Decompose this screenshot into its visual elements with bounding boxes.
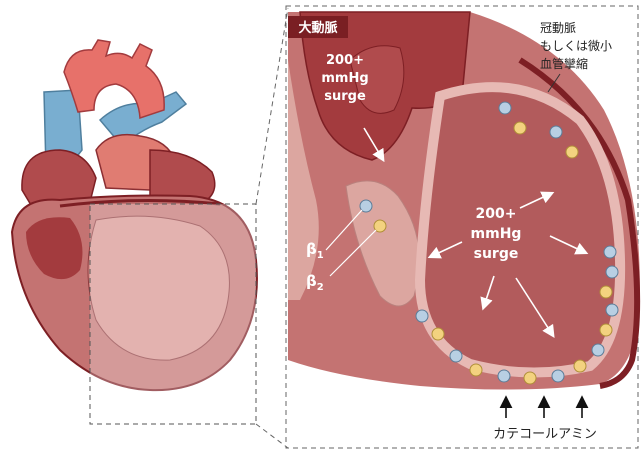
- beta2-receptor-dot: [470, 364, 482, 376]
- surge-center-line2: mmHg: [471, 226, 522, 242]
- surge-top-line3: surge: [324, 89, 366, 104]
- surge-center-line3: surge: [474, 246, 519, 262]
- vasospasm-line1: 冠動脈: [540, 21, 576, 35]
- beta1-receptor-dot: [498, 370, 510, 382]
- vasospasm-line3: 血管攣縮: [540, 56, 588, 71]
- surge-top-line1: 200+: [326, 53, 364, 68]
- surge-center-line1: 200+: [476, 206, 517, 222]
- beta2-receptor-dot: [600, 324, 612, 336]
- catecholamine-label: カテコールアミン: [493, 427, 597, 442]
- beta1-receptor-dot: [450, 350, 462, 362]
- beta2-receptor-dot: [600, 286, 612, 298]
- beta2-receptor-dot: [514, 122, 526, 134]
- beta1-receptor-dot: [606, 266, 618, 278]
- vasospasm-line2: もしくは微小: [540, 39, 612, 53]
- catecholamine-arrows: [506, 400, 582, 418]
- beta1-receptor-dot: [604, 246, 616, 258]
- aorta-label: 大動脈: [298, 20, 337, 36]
- beta2-receptor-dot: [432, 328, 444, 340]
- beta1-receptor-dot: [416, 310, 428, 322]
- aortic-arch: [64, 40, 164, 118]
- beta1-receptor-dot: [499, 102, 511, 114]
- beta2-receptor-dot: [524, 372, 536, 384]
- surge-top-line2: mmHg: [321, 71, 368, 86]
- beta2-receptor-dot: [574, 360, 586, 372]
- beta1-receptor-dot: [606, 304, 618, 316]
- beta1-receptor-dot: [550, 126, 562, 138]
- projection-line-bottom: [256, 424, 288, 448]
- zoom-source-box: [90, 204, 256, 424]
- beta1-receptor-dot: [592, 344, 604, 356]
- beta1-receptor-dot: [552, 370, 564, 382]
- beta2-receptor-dot: [566, 146, 578, 158]
- projection-line-top: [256, 8, 288, 204]
